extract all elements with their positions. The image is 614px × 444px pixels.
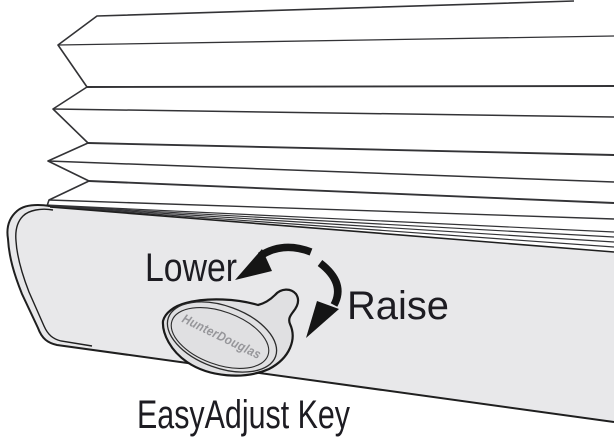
pleat-fold-line [88,180,614,204]
pleat-fold-line [48,199,614,220]
key-body [161,288,300,377]
pleat-fold-line [87,142,614,156]
rail-face [7,206,614,422]
lower-label: Lower [145,246,237,290]
raise-arrow-icon [306,260,342,338]
shade-zigzag-edge [46,0,575,207]
pleat-fold-line [47,160,614,183]
rail-endcap-inner-line [15,208,93,347]
pleat-fold-line [86,85,614,88]
rail-top-edge [49,206,614,253]
bottom-rail [6,204,614,423]
compressed-pleat-stack [46,204,614,248]
caption-label: EasyAdjust Key [137,393,350,437]
rail-outline [6,204,614,423]
easyadjust-key: HunterDouglas [161,288,300,377]
raise-label: Raise [347,284,449,328]
lower-arrow-icon [235,243,313,280]
pleat-fold-line [52,108,614,118]
pleat-fold-line [57,35,614,46]
key-rim-inner [170,307,270,369]
key-rim-outer [166,301,278,373]
pleated-shade [46,0,614,248]
